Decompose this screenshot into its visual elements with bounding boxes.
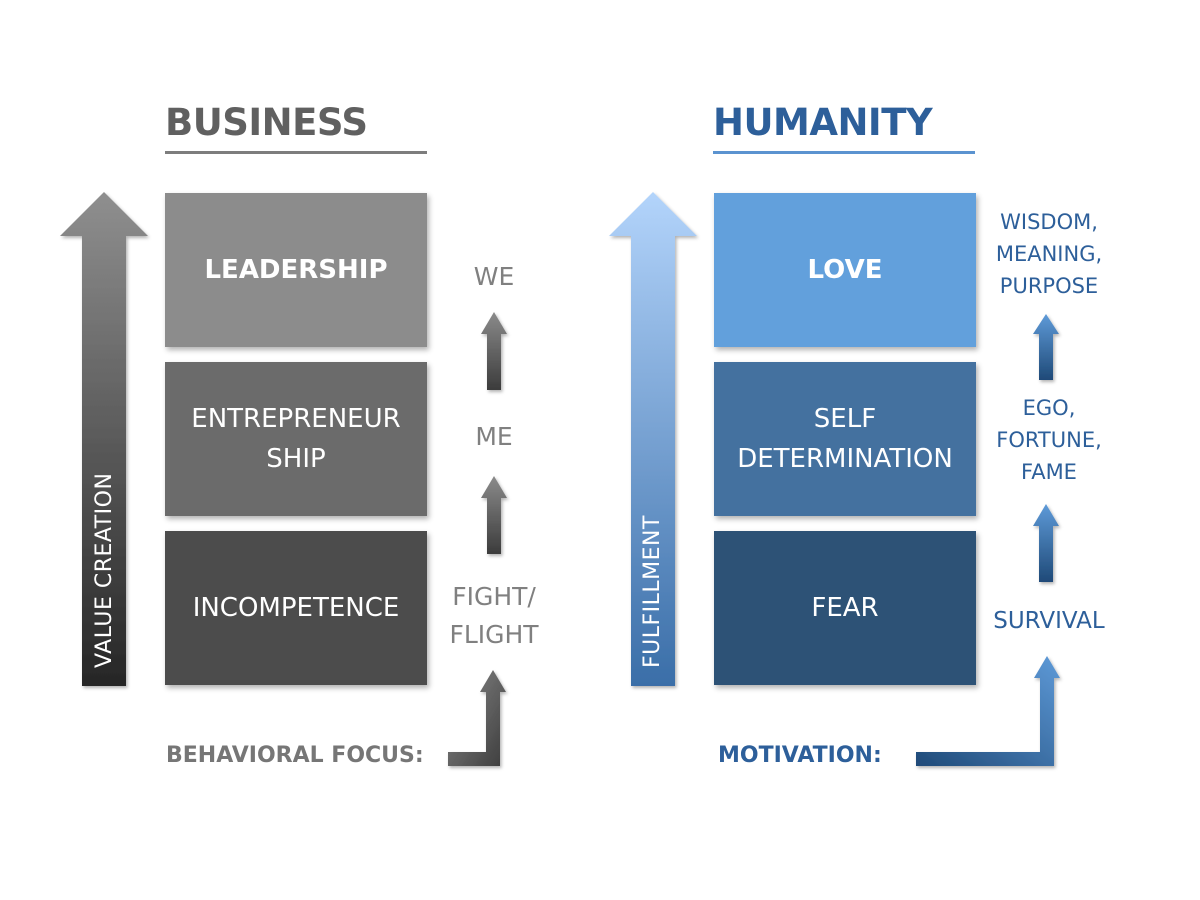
entrepreneurship-block: ENTREPRENEUR SHIP (165, 362, 427, 516)
fear-label: FEAR (811, 593, 879, 623)
behavioral-focus-label: BEHAVIORAL FOCUS: (166, 743, 424, 768)
elbow-arrow-icon (916, 656, 1060, 766)
self-determination-block: SELF DETERMINATION (714, 362, 976, 516)
humanity-title-underline (713, 151, 975, 154)
motivation-label-survival: SURVIVAL (993, 608, 1105, 634)
motivation-label-wisdom: WISDOM, MEANING, PURPOSE (995, 210, 1103, 298)
focus-label-me: ME (475, 422, 513, 451)
incompetence-label: INCOMPETENCE (192, 593, 400, 623)
humanity-title: HUMANITY (713, 101, 933, 144)
focus-label-we: WE (473, 262, 515, 291)
incompetence-block: INCOMPETENCE (165, 531, 427, 685)
arrow-up-icon (481, 312, 507, 390)
value-creation-label: VALUE CREATION (92, 472, 117, 668)
arrow-up-icon (1033, 504, 1059, 582)
entrepreneurship-label: ENTREPRENEUR SHIP (191, 404, 401, 474)
arrow-up-icon (1033, 314, 1059, 380)
motivation-footer-label: MOTIVATION: (718, 743, 882, 768)
love-label: LOVE (807, 255, 883, 285)
focus-label-fight-flight: FIGHT/ FLIGHT (449, 582, 539, 649)
fulfillment-label: FULFILLMENT (640, 515, 665, 668)
value-creation-arrow (60, 192, 148, 686)
motivation-label-ego: EGO, FORTUNE, FAME (996, 396, 1102, 484)
fear-block: FEAR (714, 531, 976, 685)
business-title-underline (165, 151, 427, 154)
leadership-block: LEADERSHIP (165, 193, 427, 347)
self-determination-label: SELF DETERMINATION (737, 404, 953, 474)
love-block: LOVE (714, 193, 976, 347)
fulfillment-arrow (609, 192, 697, 686)
business-title: BUSINESS (165, 101, 368, 144)
elbow-arrow-icon (448, 670, 506, 766)
arrow-up-icon (481, 476, 507, 554)
leadership-label: LEADERSHIP (204, 255, 388, 285)
